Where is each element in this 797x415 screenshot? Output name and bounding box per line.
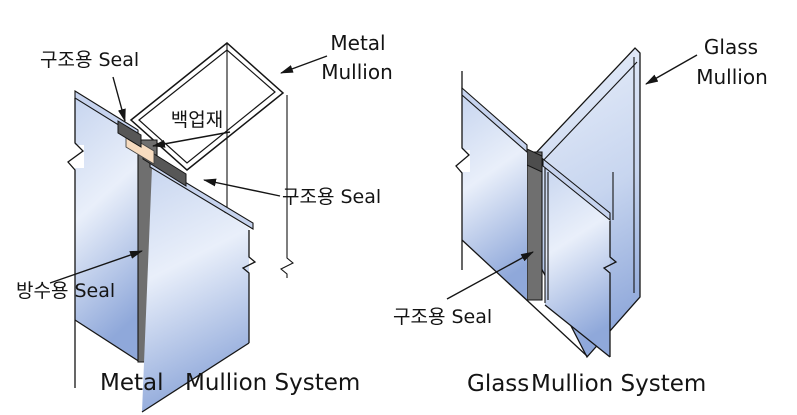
fin-top-edge-inner-line bbox=[538, 61, 638, 166]
glass-right-edge-break-line bbox=[241, 230, 257, 343]
label-structural-seal: 구조용 Seal bbox=[393, 306, 492, 328]
structural-seal-upper bbox=[117, 120, 142, 148]
facade-left-top-edge bbox=[461, 86, 528, 154]
label-glass-mullion-line1: Glass bbox=[704, 35, 758, 59]
metal-mullion-diagram: 구조용 Seal Metal Mullion 백업재 구조용 Seal 방수용 … bbox=[16, 31, 393, 413]
label-glass-mullion-line2: Mullion bbox=[696, 65, 768, 89]
facade-right-bottom-edge bbox=[544, 304, 611, 358]
label-backup-rod: 백업재 bbox=[171, 109, 223, 131]
mullion-right-edge-break-line bbox=[280, 95, 294, 278]
leader-structural-seal bbox=[446, 251, 534, 300]
caption-glass-system: Mullion System bbox=[531, 371, 706, 397]
facade-left-edge-break-line bbox=[455, 71, 470, 270]
glass-right-bottom-edge bbox=[141, 342, 250, 413]
metal-mullion-section-inner bbox=[138, 49, 276, 164]
label-metal-mullion-line1: Metal bbox=[330, 31, 385, 55]
metal-mullion-section-outer bbox=[129, 42, 285, 171]
leader-structural-seal-top bbox=[112, 76, 126, 122]
caption-glass: Glass bbox=[467, 371, 529, 397]
label-waterproof-seal: 방수용 Seal bbox=[16, 280, 115, 302]
label-structural-seal-top: 구조용 Seal bbox=[40, 49, 139, 71]
facade-glass-right bbox=[545, 166, 610, 357]
glass-mullion-diagram: Glass Mullion 구조용 Seal Glass Mullion Sys… bbox=[393, 35, 768, 397]
facade-bottom-cut-edge bbox=[461, 239, 588, 357]
caption-metal: Metal bbox=[100, 370, 164, 396]
structural-seal-strip bbox=[526, 151, 543, 301]
glass-left-bottom-edge bbox=[74, 319, 141, 363]
label-metal-mullion-line2: Mullion bbox=[321, 60, 393, 84]
facade-right-edge-break-line bbox=[602, 221, 618, 357]
leader-structural-seal-right bbox=[203, 178, 281, 197]
leader-backup-rod bbox=[152, 131, 231, 148]
facade-glass-left bbox=[462, 95, 527, 300]
glass-left-edge-break-line bbox=[67, 98, 84, 388]
label-structural-seal-right: 구조용 Seal bbox=[282, 186, 381, 208]
glass-panel-left bbox=[75, 98, 138, 360]
leader-metal-mullion bbox=[280, 55, 328, 74]
glass-panel-right bbox=[142, 167, 249, 412]
leader-waterproof-seal bbox=[49, 250, 143, 284]
facade-right-top-edge bbox=[542, 157, 611, 222]
leader-glass-mullion bbox=[645, 54, 698, 85]
caption-metal-system: Mullion System bbox=[185, 370, 360, 396]
